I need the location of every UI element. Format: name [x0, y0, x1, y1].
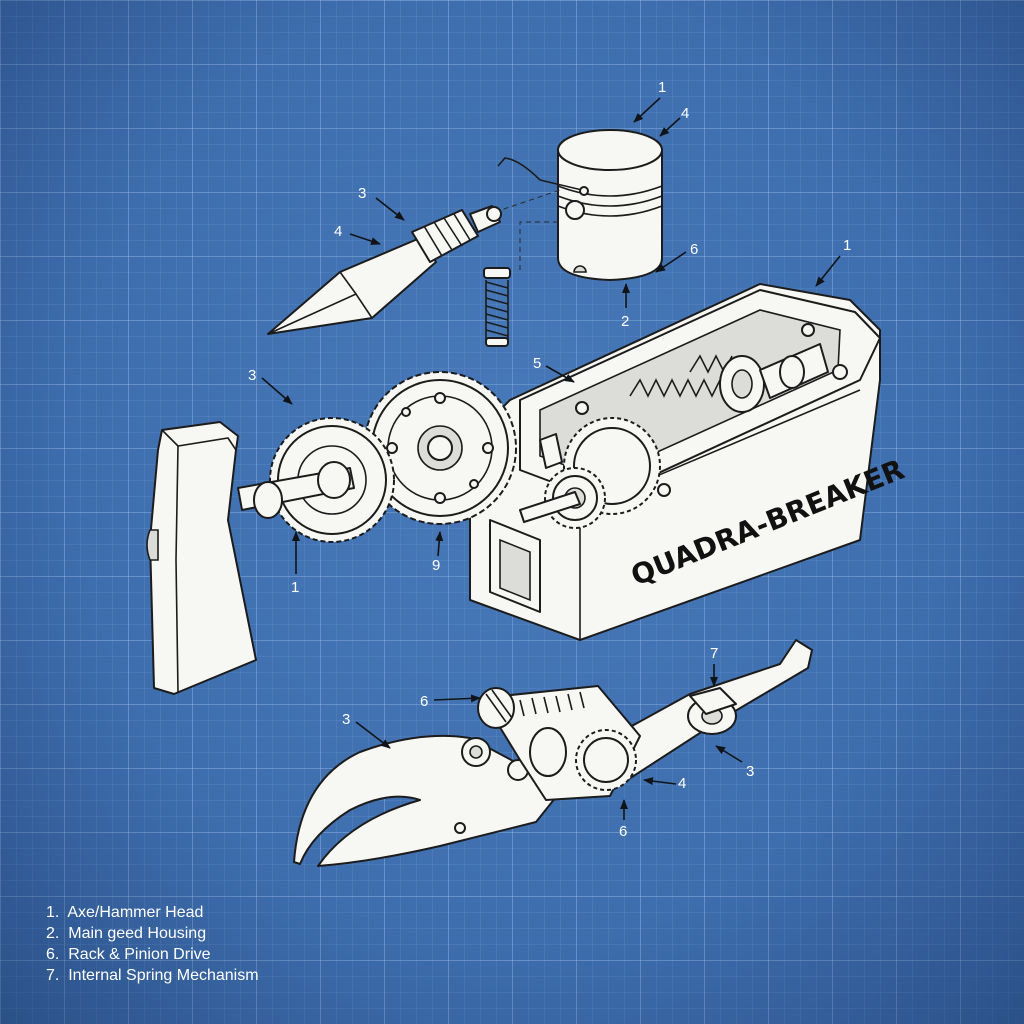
callout-pinion-6: 6: [619, 823, 627, 840]
legend-item: 6. Rack & Pinion Drive: [46, 944, 259, 965]
legend-label: Main geed Housing: [68, 925, 207, 942]
parts-legend: 1. Axe/Hammer Head 2. Main geed Housing …: [46, 902, 259, 986]
legend-label: Axe/Hammer Head: [67, 904, 204, 921]
callout-piston-2: 2: [621, 313, 629, 330]
piston-cap: [557, 129, 663, 281]
rack-pinion: [477, 685, 641, 801]
piston-pin: [497, 157, 589, 196]
gripper-jaw: [293, 734, 561, 867]
legend-label: Rack & Pinion Drive: [63, 946, 211, 963]
drive-gear-large: [363, 371, 517, 525]
callout-gear-3: 3: [248, 367, 256, 384]
legend-number: 6.: [46, 946, 60, 963]
legend-item: 2. Main geed Housing: [46, 923, 259, 944]
legend-number: 2.: [46, 925, 60, 942]
legend-label: Internal Spring Mechanism: [68, 967, 259, 984]
callout-jaw-3: 3: [342, 711, 350, 728]
drive-shaft: [237, 461, 355, 519]
callout-housing-5: 5: [533, 355, 541, 372]
callout-rack-6: 6: [420, 693, 428, 710]
legend-item: 7. Internal Spring Mechanism: [46, 965, 259, 986]
main-housing: QUADRA-BREAKER: [469, 283, 909, 641]
axe-hammer-head: [146, 421, 257, 695]
callout-pinion-4: 4: [678, 775, 686, 792]
callout-piston-6: 6: [690, 241, 698, 258]
callout-chisel-3: 3: [358, 185, 366, 202]
callout-chisel-4: 4: [334, 223, 342, 240]
legend-number: 1.: [46, 904, 60, 921]
chisel-bit: [267, 205, 502, 335]
callout-arm-3: 3: [746, 763, 754, 780]
legend-item: 1. Axe/Hammer Head: [46, 902, 259, 923]
callout-arm-7: 7: [710, 645, 718, 662]
callout-gear-9: 9: [432, 557, 440, 574]
callout-shaft-1: 1: [291, 579, 299, 596]
callout-piston-1: 1: [658, 79, 666, 96]
callout-housing-1: 1: [843, 237, 851, 254]
coil-spring-small: [483, 267, 511, 347]
legend-number: 7.: [46, 967, 60, 984]
callout-piston-4: 4: [681, 105, 689, 122]
